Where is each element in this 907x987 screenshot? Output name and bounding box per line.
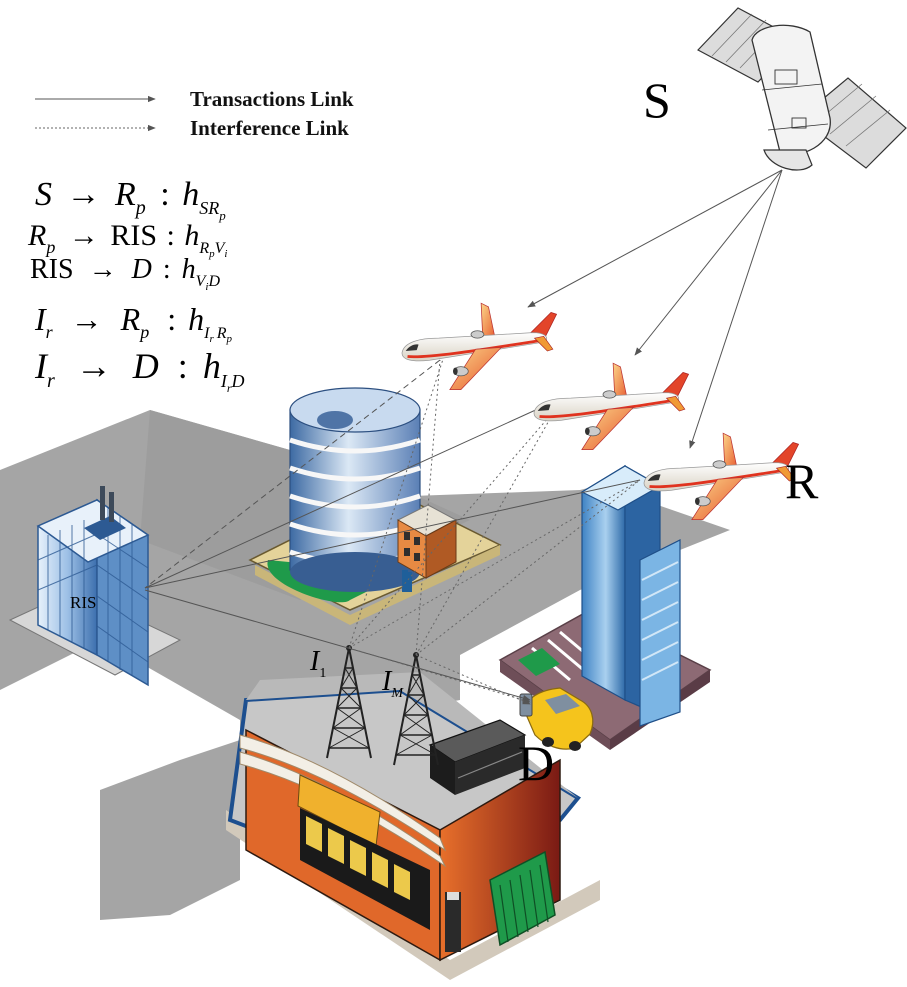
relay-plane-2 (532, 361, 690, 452)
interference-links-dotted (348, 349, 641, 705)
skyscraper-building (498, 464, 712, 750)
legend-interference-label: Interference Link (190, 116, 349, 140)
relay-plane-3 (642, 431, 800, 522)
ris-building (8, 486, 182, 687)
ris-label: RIS (70, 593, 96, 612)
interferer-1-label: I1 (309, 646, 326, 681)
storefront-building (226, 672, 600, 980)
legend-transactions-label: Transactions Link (190, 87, 354, 111)
round-tower-building (248, 387, 502, 625)
equation-2: Rp → RIS : hRpVi (27, 219, 227, 260)
relay-plane-1 (400, 301, 558, 392)
interferer-m-label: IM (381, 666, 404, 701)
interference-links (144, 359, 441, 589)
equation-5: Ir → D : hIrD (34, 346, 244, 395)
destination-label: D (518, 735, 554, 791)
transaction-links (144, 169, 783, 702)
legend: Transactions Link Interference Link (35, 87, 354, 140)
relay-label: R (785, 453, 819, 509)
equation-1: S → Rp : hSRp (35, 176, 226, 223)
satellite-label: S (643, 72, 671, 128)
satellite (697, 7, 907, 171)
equation-3: RIS → D : hViD (30, 254, 220, 293)
channel-equations: S → Rp : hSRp Rp → RIS : hRpVi RIS → D :… (27, 176, 244, 395)
